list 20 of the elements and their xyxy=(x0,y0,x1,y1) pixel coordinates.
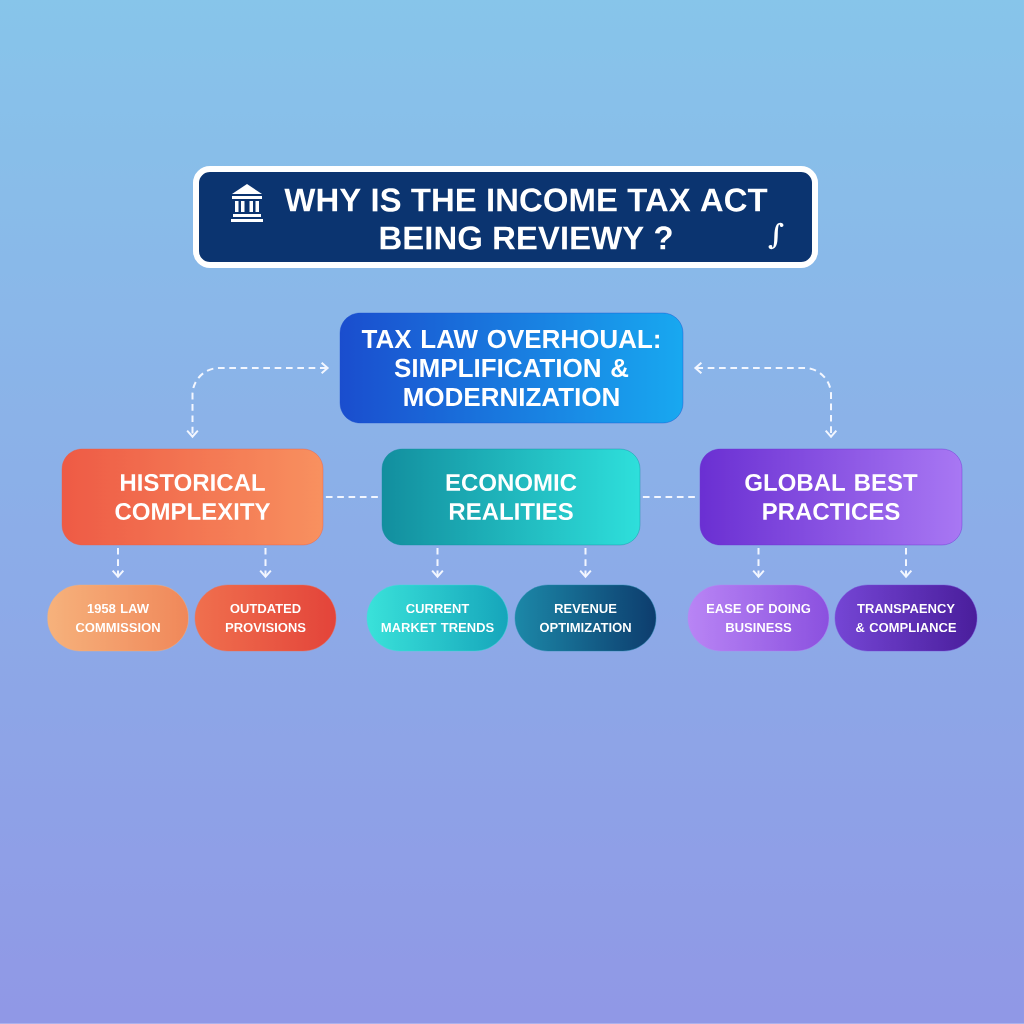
dashed-arrow xyxy=(111,546,125,579)
category-box: GLOBAL BEST PRACTICES xyxy=(699,448,963,546)
subtopic-pill: TRANSPAENCY & COMPLIANCE xyxy=(834,584,978,652)
dashed-line xyxy=(324,496,381,498)
dashed-arrow xyxy=(752,546,765,579)
integral-sign: ∫ xyxy=(768,222,784,250)
dashed-arrow xyxy=(899,546,913,579)
subtopic-pill: CURRENT MARKET TRENDS xyxy=(366,584,509,652)
subtopic-pill: EASE OF DOING BUSINESS xyxy=(687,584,830,652)
dashed-arrow xyxy=(579,546,592,579)
dashed-arrow xyxy=(259,546,272,579)
subtopic-pill: OUTDATED PROVISIONS xyxy=(194,584,337,652)
subtopic-pill: REVENUE OPTIMIZATION xyxy=(514,584,657,652)
dashed-arrow xyxy=(431,546,444,579)
category-box: HISTORICAL COMPLEXITY xyxy=(61,448,324,546)
subtopic-pill: 1958 LAW COMMISSION xyxy=(47,584,189,652)
main-topic-box: TAX LAW OVERHOUAL: SIMPLIFICATION & MODERNIZATION xyxy=(339,312,684,424)
dashed-arrow xyxy=(186,361,330,439)
dashed-arrow xyxy=(693,361,838,439)
category-box: ECONOMIC REALITIES xyxy=(381,448,641,546)
